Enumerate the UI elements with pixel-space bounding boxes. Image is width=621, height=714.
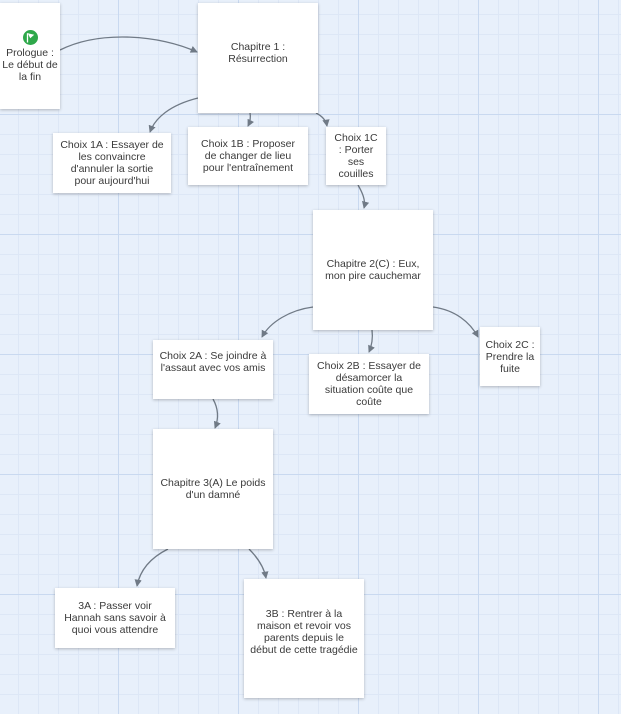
node-chapitre3a[interactable]: Chapitre 3(A) Le poids d'un damné (153, 429, 273, 549)
node-choix1c[interactable]: Choix 1C : Porter ses couilles (326, 127, 386, 185)
node-chapitre1-label: Chapitre 1 : Résurrection (228, 41, 288, 65)
node-chapitre1[interactable]: Chapitre 1 : Résurrection (198, 3, 318, 113)
node-choix3a[interactable]: 3A : Passer voir Hannah sans savoir à qu… (55, 588, 175, 648)
node-choix2b[interactable]: Choix 2B : Essayer de désamorcer la situ… (309, 354, 429, 414)
green-flag-icon (22, 29, 38, 45)
node-choix2b-label: Choix 2B : Essayer de désamorcer la situ… (317, 360, 421, 408)
link-chapitre1-choix1c (315, 112, 330, 127)
link-chapitre3a-choix3a (134, 548, 169, 587)
node-choix1a[interactable]: Choix 1A : Essayer de les convaincre d'a… (53, 133, 171, 193)
link-prologue-chapitre1 (59, 36, 198, 53)
link-choix2a-chapitre3a (212, 398, 221, 429)
link-chapitre2c-choix2a (261, 306, 314, 338)
node-prologue-label: Prologue : Le début de la fin (2, 46, 58, 83)
node-choix1c-label: Choix 1C : Porter ses couilles (334, 132, 378, 180)
node-choix3b-label: 3B : Rentrer à la maison et revoir vos p… (250, 608, 358, 656)
link-chapitre2c-choix2c (432, 306, 479, 338)
link-chapitre1-choix1a (148, 97, 199, 133)
node-choix2a[interactable]: Choix 2A : Se joindre à l'assaut avec vo… (153, 340, 273, 399)
link-choix1c-chapitre2c (357, 184, 370, 209)
node-choix1a-label: Choix 1A : Essayer de les convaincre d'a… (60, 139, 164, 187)
node-choix2c-label: Choix 2C : Prendre la fuite (485, 338, 535, 375)
node-choix2c[interactable]: Choix 2C : Prendre la fuite (480, 327, 540, 386)
node-chapitre3a-label: Chapitre 3(A) Le poids d'un damné (160, 477, 266, 501)
node-choix3a-label: 3A : Passer voir Hannah sans savoir à qu… (64, 600, 166, 636)
node-chapitre2c[interactable]: Chapitre 2(C) : Eux, mon pire cauchemar (313, 210, 433, 330)
node-chapitre2c-label: Chapitre 2(C) : Eux, mon pire cauchemar (325, 258, 421, 282)
link-chapitre2c-choix2b (368, 329, 375, 353)
node-choix1b[interactable]: Choix 1B : Proposer de changer de lieu p… (188, 127, 308, 185)
node-choix2a-label: Choix 2A : Se joindre à l'assaut avec vo… (159, 350, 267, 374)
link-chapitre1-choix1b (247, 112, 255, 127)
node-choix3b[interactable]: 3B : Rentrer à la maison et revoir vos p… (244, 579, 364, 698)
node-prologue[interactable]: Prologue : Le début de la fin (0, 3, 60, 109)
node-choix1b-label: Choix 1B : Proposer de changer de lieu p… (201, 138, 295, 174)
link-chapitre3a-choix3b (248, 548, 269, 579)
